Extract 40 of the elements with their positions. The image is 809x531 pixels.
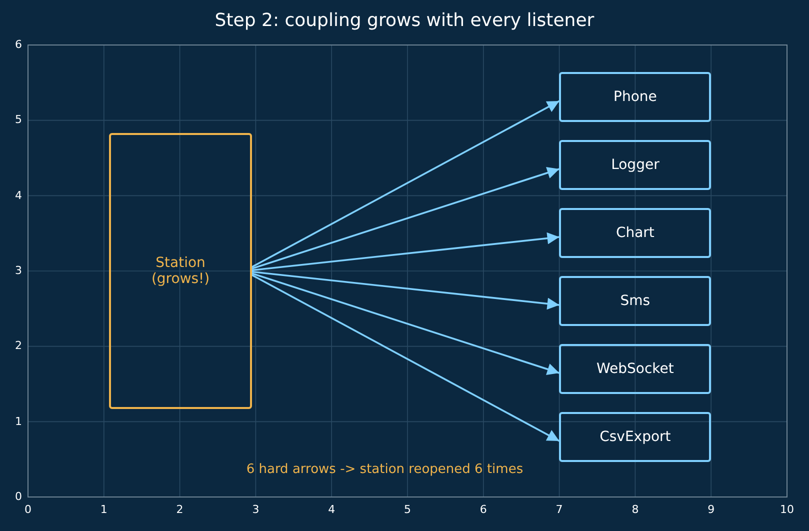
listener-box [559, 208, 712, 258]
y-tick-label: 6 [15, 38, 22, 51]
listener-box [559, 412, 712, 462]
y-tick-label: 0 [15, 490, 22, 503]
y-tick-label: 5 [15, 113, 22, 126]
x-tick-label: 8 [632, 503, 639, 516]
x-tick-label: 3 [252, 503, 260, 516]
annotation-note: 6 hard arrows -> station reopened 6 times [246, 462, 524, 477]
x-tick-label: 9 [708, 503, 715, 516]
arrow [251, 100, 560, 268]
y-tick-label: 4 [15, 188, 22, 202]
x-tick-label: 4 [328, 503, 336, 516]
listener-box [559, 140, 712, 190]
y-tick-label: 2 [15, 339, 22, 352]
x-tick-label: 1 [100, 503, 108, 516]
node-label: Sms [620, 293, 650, 309]
arrow [252, 272, 560, 375]
node-label: CsvExport [600, 429, 671, 445]
node-label: Chart [616, 225, 654, 241]
x-tick-label: 10 [780, 503, 794, 516]
x-tick-label: 7 [556, 503, 563, 516]
y-tick-label: 1 [15, 414, 22, 428]
node-label: Phone [614, 89, 657, 105]
x-tick-label: 2 [176, 503, 184, 516]
arrow [251, 274, 560, 442]
arrow [252, 270, 560, 310]
node-label: Logger [611, 157, 660, 173]
chart-title: Step 2: coupling grows with every listener [214, 10, 596, 31]
arrow [252, 167, 560, 270]
listener-box [559, 276, 712, 326]
station-box [109, 133, 252, 409]
node-label: Station (grows!) [150, 254, 211, 287]
arrow [252, 232, 560, 272]
listener-box [559, 344, 712, 394]
listener-box [559, 72, 712, 122]
x-tick-label: 0 [24, 503, 32, 516]
y-tick-label: 3 [15, 264, 22, 277]
x-tick-label: 6 [480, 503, 487, 516]
node-label: WebSocket [596, 361, 674, 377]
x-tick-label: 5 [404, 503, 411, 516]
